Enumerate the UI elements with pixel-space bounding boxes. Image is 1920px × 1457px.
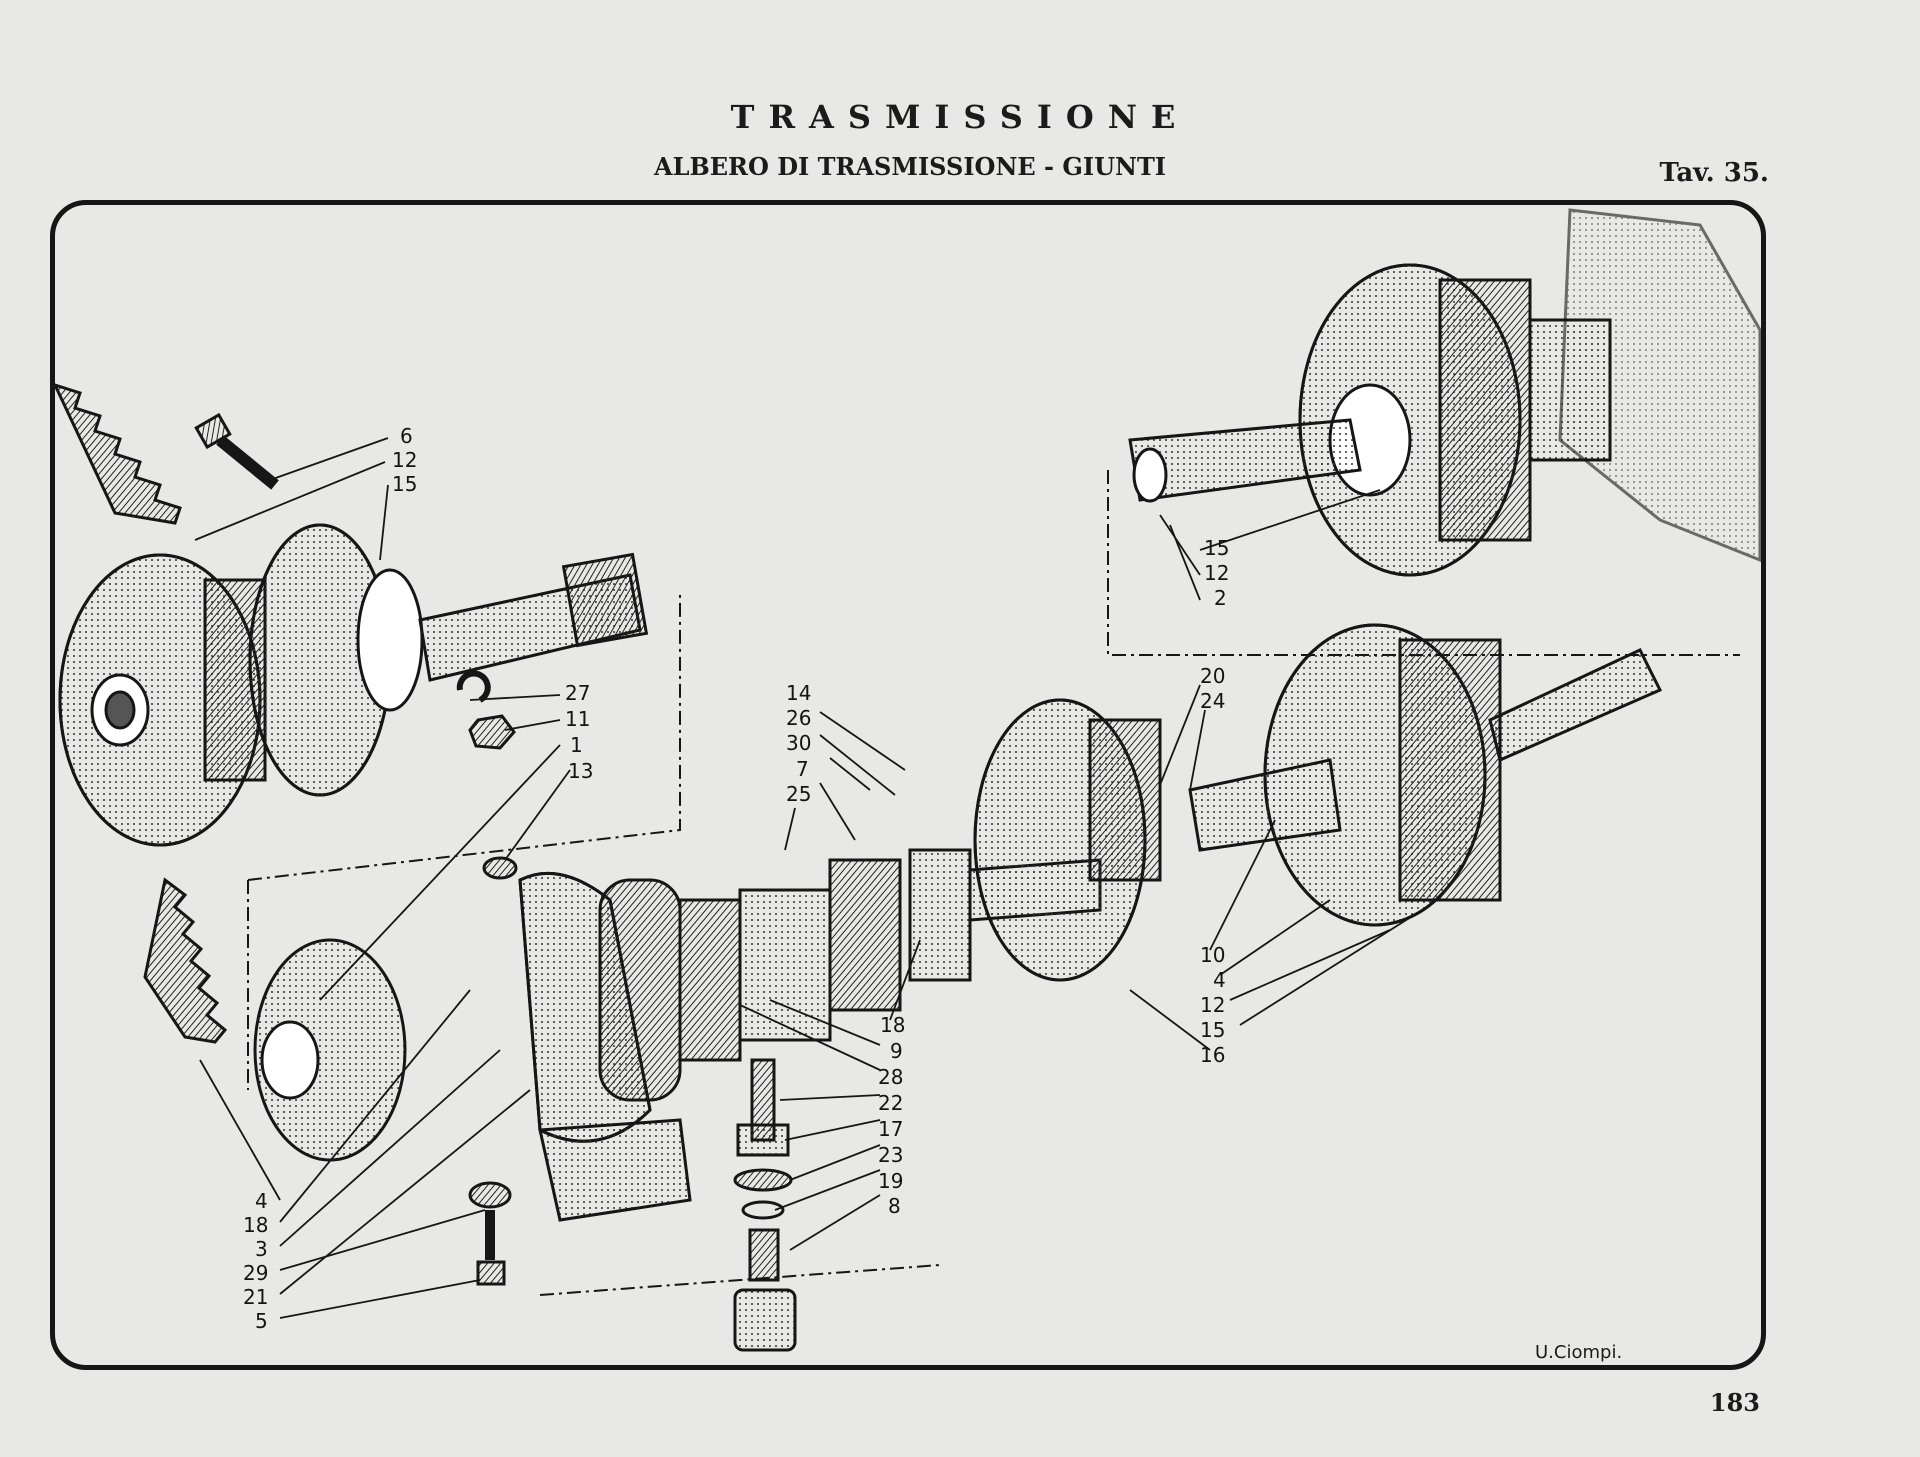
callout-22: 22 xyxy=(878,1091,903,1115)
callout-9: 9 xyxy=(890,1039,903,1063)
callout-12-lower-right: 12 xyxy=(1200,993,1225,1017)
callout-26: 26 xyxy=(786,706,811,730)
callout-10: 10 xyxy=(1200,943,1225,967)
callout-labels: 6 12 15 27 11 1 13 14 26 30 7 25 15 12 2… xyxy=(243,424,1229,1333)
assembly-guide-lines xyxy=(247,470,1740,1296)
bracket-bolt-parts xyxy=(468,1181,512,1286)
illustration-frame xyxy=(50,200,1766,1370)
callout-12: 12 xyxy=(392,448,417,472)
page-subtitle: ALBERO DI TRASMISSIONE - GIUNTI xyxy=(653,152,1167,181)
callout-3: 3 xyxy=(255,1237,268,1261)
callout-27: 27 xyxy=(565,681,590,705)
callout-2: 2 xyxy=(1214,586,1227,610)
callout-4-right: 4 xyxy=(1213,968,1226,992)
callout-11: 11 xyxy=(565,707,590,731)
callout-8: 8 xyxy=(888,1194,901,1218)
callout-24: 24 xyxy=(1200,689,1225,713)
gear-teeth-left xyxy=(52,382,228,1044)
lower-center-shaft xyxy=(253,698,1162,1222)
callout-19: 19 xyxy=(878,1169,903,1193)
page-title: TRASMISSIONE xyxy=(730,98,1190,136)
callout-29: 29 xyxy=(243,1261,268,1285)
lower-right-joint xyxy=(1188,623,1663,927)
callout-25: 25 xyxy=(786,782,811,806)
leader-lines xyxy=(194,437,1431,1319)
callout-12-upper-right: 12 xyxy=(1204,561,1229,585)
callout-30: 30 xyxy=(786,731,811,755)
plate-number: Tav. 35. xyxy=(1659,158,1769,188)
callout-17: 17 xyxy=(878,1117,903,1141)
callout-1: 1 xyxy=(570,733,583,757)
upper-right-joint xyxy=(1128,208,1762,577)
callout-20: 20 xyxy=(1200,664,1225,688)
callout-21: 21 xyxy=(243,1285,268,1309)
callout-7: 7 xyxy=(796,757,809,781)
drain-plug-parts xyxy=(733,1058,797,1352)
nut-and-washer-parts xyxy=(456,670,518,880)
callout-6: 6 xyxy=(400,424,413,448)
callout-4-left: 4 xyxy=(255,1189,268,1213)
callout-14: 14 xyxy=(786,681,811,705)
callout-18-left: 18 xyxy=(243,1213,268,1237)
callout-15: 15 xyxy=(392,472,417,496)
upper-left-joint xyxy=(58,523,649,847)
callout-23: 23 xyxy=(878,1143,903,1167)
callout-16: 16 xyxy=(1200,1043,1225,1067)
artist-signature: U.Ciompi. xyxy=(1535,1342,1623,1363)
callout-13: 13 xyxy=(568,759,593,783)
page-number: 183 xyxy=(1709,1388,1760,1417)
callout-28: 28 xyxy=(878,1065,903,1089)
callout-15-lower-right: 15 xyxy=(1200,1018,1225,1042)
callout-15-upper-right: 15 xyxy=(1204,536,1229,560)
callout-18: 18 xyxy=(880,1013,905,1037)
callout-5: 5 xyxy=(255,1309,268,1333)
bolt-icon xyxy=(194,412,279,490)
